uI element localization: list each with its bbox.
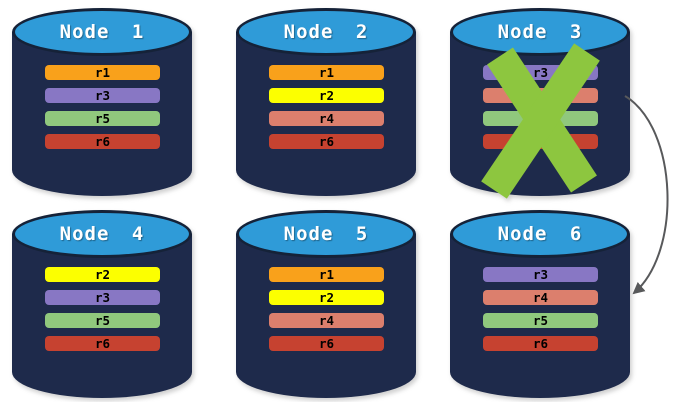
row-label: r4 xyxy=(532,290,549,305)
row-label: r3 xyxy=(94,88,111,103)
node-4-title: Node 4 xyxy=(59,223,145,245)
row-label: r4 xyxy=(318,111,335,126)
node-5-row-r1: r1 xyxy=(269,267,384,282)
row-label: r3 xyxy=(532,65,549,80)
row-label: r1 xyxy=(94,65,111,80)
row-label: r6 xyxy=(94,134,111,149)
node-5-row-r4: r4 xyxy=(269,313,384,328)
node-1-cylinder-top: Node 1 xyxy=(12,8,192,56)
node-3-cylinder-top: Node 3 xyxy=(450,8,630,56)
node-2-cylinder-top: Node 2 xyxy=(236,8,416,56)
node-4: Node 4 r2 r3 r5 r6 xyxy=(12,210,192,398)
row-label: r6 xyxy=(94,336,111,351)
node-5-title: Node 5 xyxy=(283,223,369,245)
row-label: r1 xyxy=(318,267,335,282)
node-2-row-r2: r2 xyxy=(269,88,384,103)
node-2-title: Node 2 xyxy=(283,21,369,43)
node-6-row-r4: r4 xyxy=(483,290,598,305)
node-6-rows: r3 r4 r5 r6 xyxy=(483,267,598,359)
node-1-title: Node 1 xyxy=(59,21,145,43)
row-label: r5 xyxy=(94,111,111,126)
node-5-rows: r1 r2 r4 r6 xyxy=(269,267,384,359)
node-3: Node 3 r3 xyxy=(450,8,630,199)
row-label: r2 xyxy=(318,88,335,103)
node-1-row-r5: r5 xyxy=(45,111,160,126)
row-label: r6 xyxy=(318,336,335,351)
node-2: Node 2 r1 r2 r4 r6 xyxy=(236,8,416,196)
row-label: r5 xyxy=(94,313,111,328)
node-1-rows: r1 r3 r5 r6 xyxy=(45,65,160,157)
node-4-cylinder-top: Node 4 xyxy=(12,210,192,258)
x-stroke xyxy=(481,43,600,199)
row-label: r3 xyxy=(532,267,549,282)
row-label: r6 xyxy=(318,134,335,149)
node-6-cylinder-top: Node 6 xyxy=(450,210,630,258)
node-5-row-r2: r2 xyxy=(269,290,384,305)
node-6-row-r5: r5 xyxy=(483,313,598,328)
row-label: r1 xyxy=(318,65,335,80)
row-label: r2 xyxy=(94,267,111,282)
row-label: r3 xyxy=(94,290,111,305)
row-label: r6 xyxy=(532,336,549,351)
node-1-row-r3: r3 xyxy=(45,88,160,103)
node-2-row-r6: r6 xyxy=(269,134,384,149)
node-1: Node 1 r1 r3 r5 r6 xyxy=(12,8,192,196)
node-5-row-r6: r6 xyxy=(269,336,384,351)
node-2-rows: r1 r2 r4 r6 xyxy=(269,65,384,157)
node-5-cylinder-top: Node 5 xyxy=(236,210,416,258)
node-3-title: Node 3 xyxy=(497,21,583,43)
node-4-rows: r2 r3 r5 r6 xyxy=(45,267,160,359)
node-6-title: Node 6 xyxy=(497,223,583,245)
node-6-row-r3: r3 xyxy=(483,267,598,282)
node-1-row-r6: r6 xyxy=(45,134,160,149)
node-5: Node 5 r1 r2 r4 r6 xyxy=(236,210,416,398)
node-2-row-r1: r1 xyxy=(269,65,384,80)
node-6-row-r6: r6 xyxy=(483,336,598,351)
arrow-path xyxy=(624,95,669,295)
node-4-row-r5: r5 xyxy=(45,313,160,328)
node-1-row-r1: r1 xyxy=(45,65,160,80)
row-label: r4 xyxy=(318,313,335,328)
node-4-row-r3: r3 xyxy=(45,290,160,305)
node-2-row-r4: r4 xyxy=(269,111,384,126)
row-label: r5 xyxy=(532,313,549,328)
row-label: r2 xyxy=(318,290,335,305)
node-4-row-r6: r6 xyxy=(45,336,160,351)
node-6: Node 6 r3 r4 r5 r6 xyxy=(450,210,630,398)
failure-x-icon xyxy=(481,43,600,199)
node-4-row-r2: r2 xyxy=(45,267,160,282)
